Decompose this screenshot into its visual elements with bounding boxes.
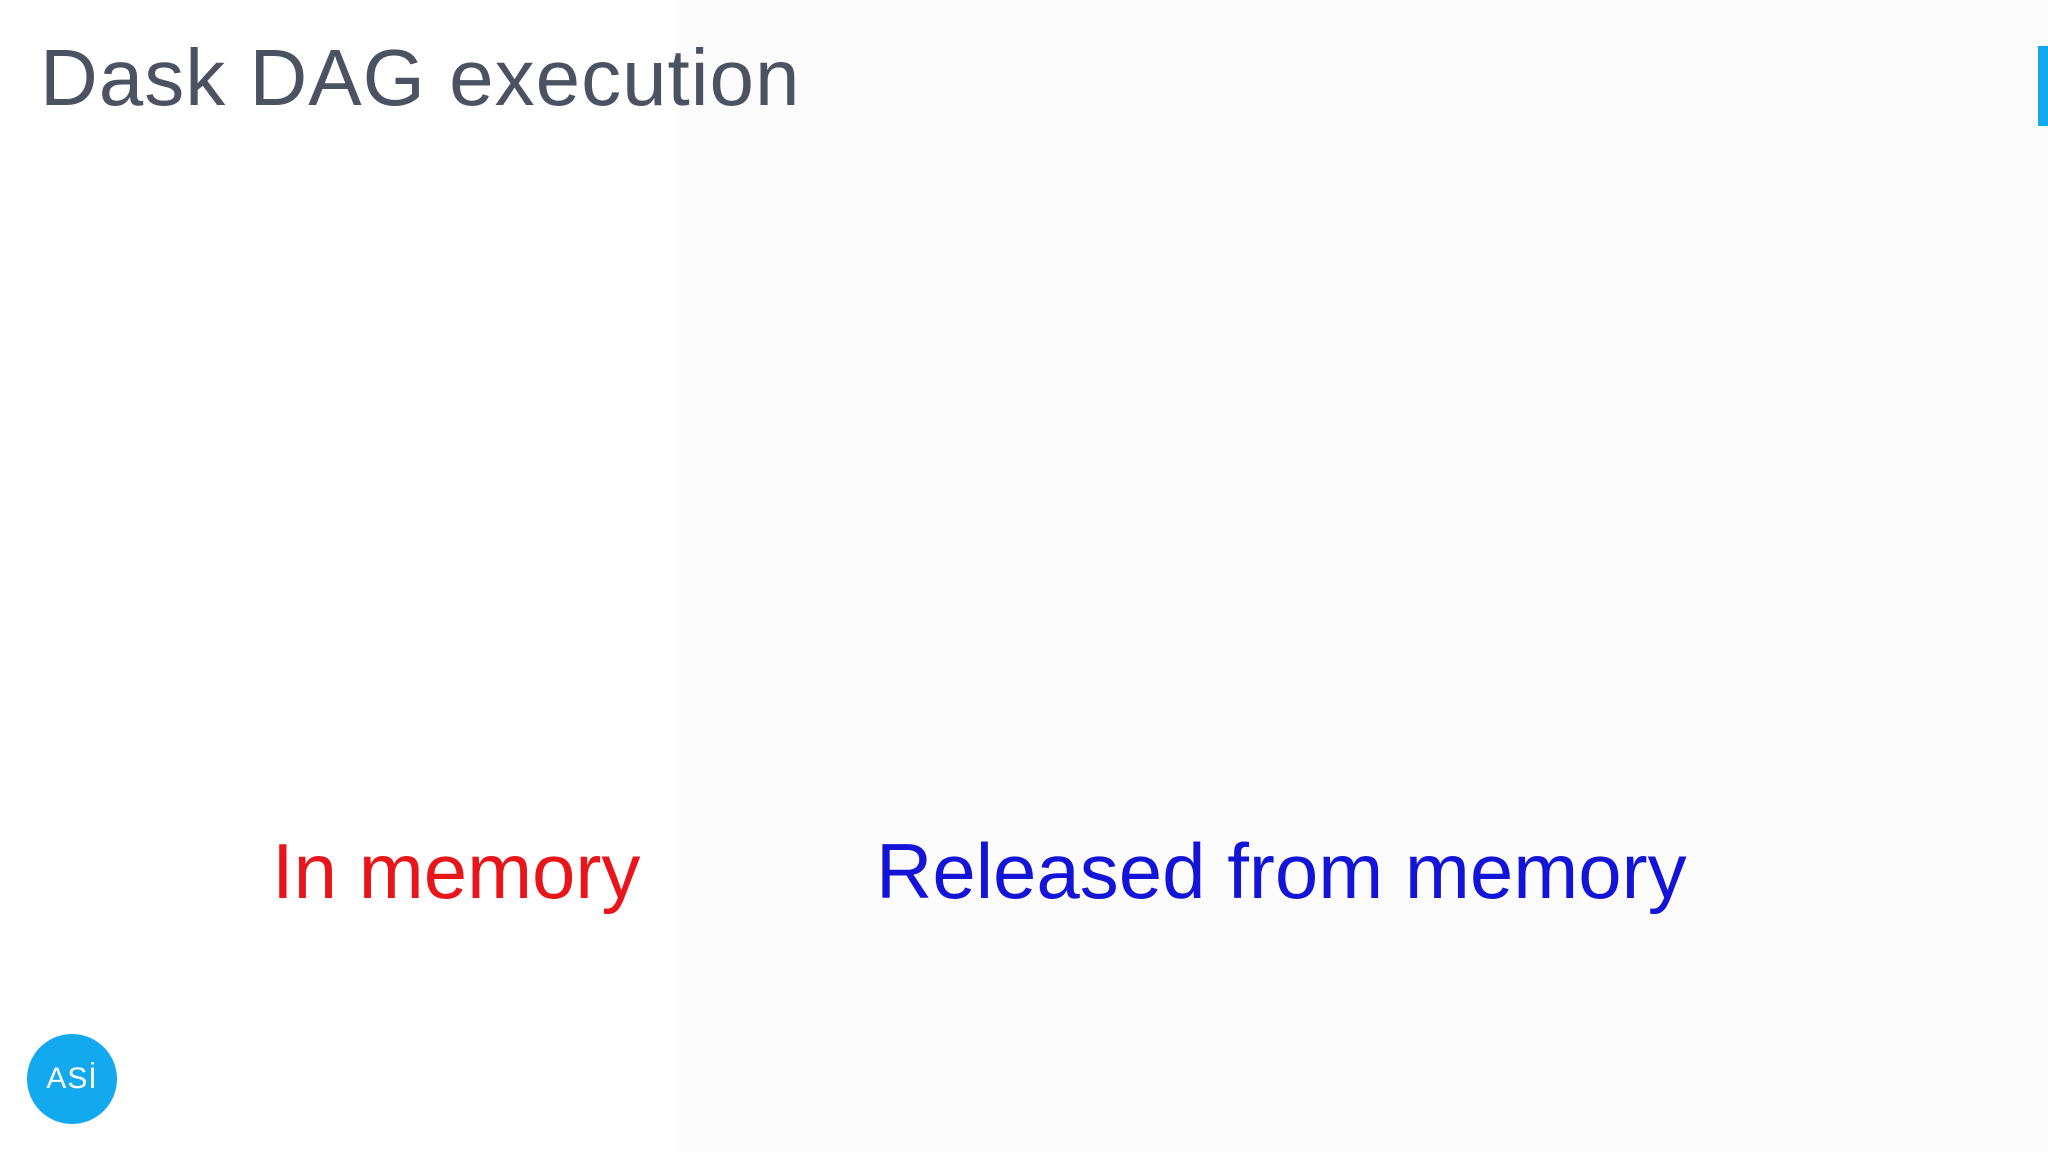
slide-title: Dask DAG execution xyxy=(40,33,801,122)
legend-released-from-memory: Released from memory xyxy=(876,827,1687,915)
logo-text: ASİ xyxy=(46,1062,98,1095)
legend-in-memory: In memory xyxy=(272,827,641,915)
accent-bar xyxy=(2038,46,2048,126)
asi-logo: ASİ xyxy=(27,1034,117,1124)
